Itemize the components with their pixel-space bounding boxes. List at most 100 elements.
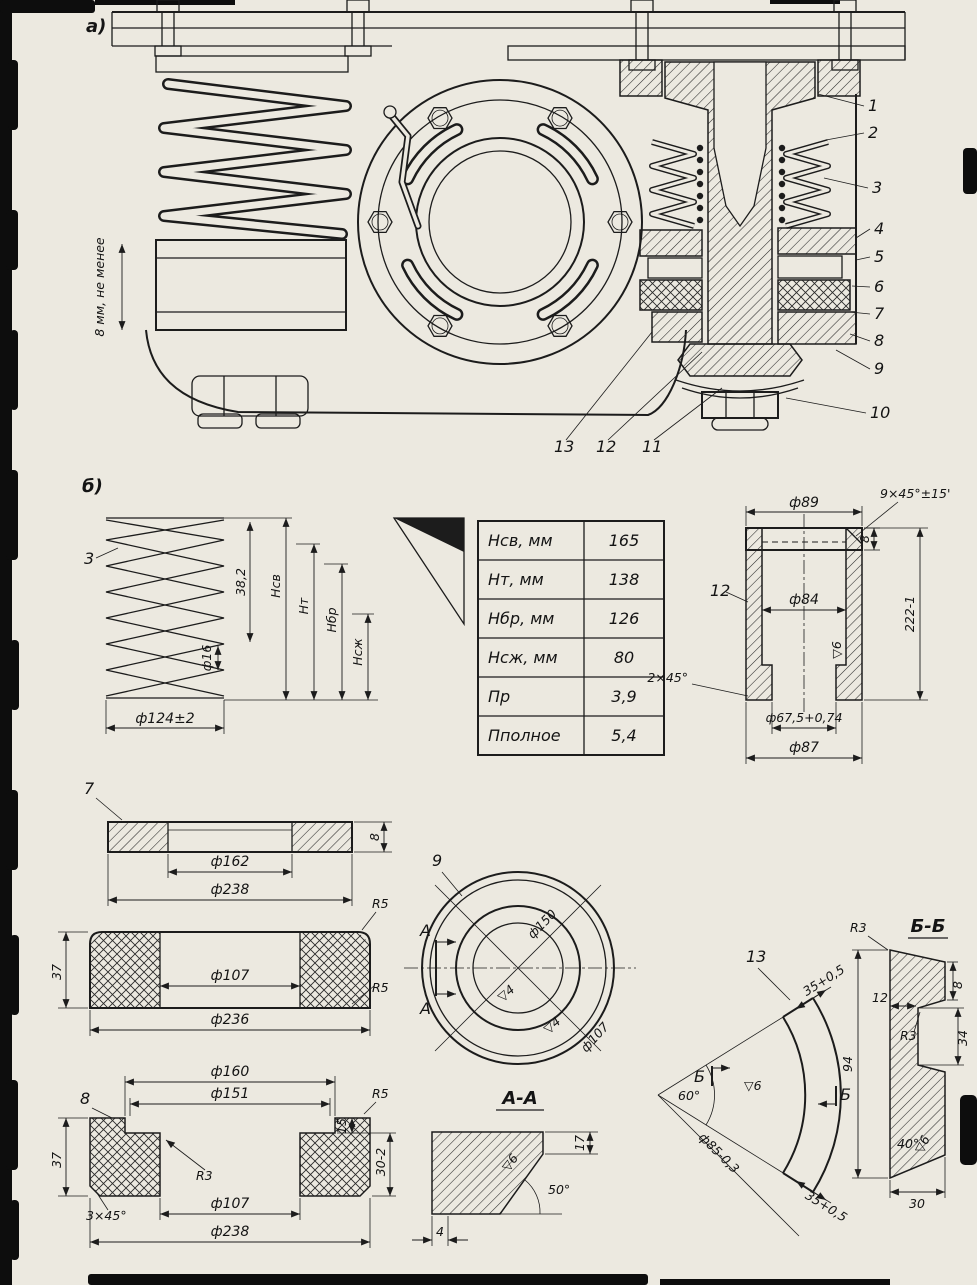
part13-roughness: ▽6 (744, 1078, 762, 1093)
spring-pitch: 38,2 (233, 568, 248, 596)
section-right (619, 59, 861, 431)
part13-w35-top: 35+0,5 (800, 962, 847, 999)
part13-section-mark: Б (840, 1085, 851, 1104)
base-housing (145, 329, 687, 429)
part13-callout: 13 (746, 947, 766, 966)
part12-sleeve: ф89 9×45°±15' 8 222-1 12 ф84 ▽6 2×45° ф6… (647, 486, 950, 764)
assembly-callouts: 1 2 3 4 5 6 7 8 9 10 13 12 11 (554, 93, 890, 456)
part12-d84: ф84 (789, 592, 819, 608)
part8-h15: 15 (334, 1118, 349, 1134)
table-param: Пполное (488, 726, 561, 745)
section-bb-w30: 30 (909, 1196, 925, 1211)
table-param: Нсв, мм (488, 531, 553, 550)
part8-r3: R3 (196, 1168, 213, 1183)
part9-section-mark: А (419, 921, 431, 940)
part7-r5-top: R5 (372, 896, 389, 911)
part8-h37: 37 (49, 1152, 64, 1168)
spring-wire-dia: ф16 (199, 645, 214, 672)
table-value: 3,9 (611, 687, 636, 706)
main-spring (155, 55, 352, 331)
callout-11: 11 (642, 437, 662, 456)
part7-h37: 37 (49, 964, 64, 980)
part7-washer: 7 ф162 ф238 8 37 ф107 ф236 R5 R5 (49, 779, 392, 1036)
callout-4: 4 (874, 219, 884, 238)
section-aa: А-А 50° 17 ▽6 4 (412, 1088, 598, 1246)
table-param: Нт, мм (488, 570, 544, 589)
part7-d236: ф236 (211, 1012, 250, 1028)
part13-section-mark: Б (694, 1067, 705, 1086)
assembly-view: а) 8 мм, не менее (86, 0, 906, 456)
table-param: Нсж, мм (488, 648, 558, 667)
part8-r5: R5 (372, 1086, 389, 1101)
part9-ring: 9 ф150 ф107 А А ▽4 ▽4 (404, 851, 636, 1065)
part8-chamfer: 3×45° (86, 1208, 127, 1223)
top-beam (111, 11, 906, 61)
release-lever (383, 105, 422, 230)
callout-6: 6 (874, 277, 884, 296)
callout-10: 10 (870, 403, 890, 422)
section-bb-title: Б-Б (911, 916, 946, 937)
spring-h-szh: Нсж (350, 638, 365, 666)
table-param: Пр (488, 687, 510, 706)
clearance-note: 8 мм, не менее (92, 237, 126, 337)
table-value: 5,4 (611, 726, 636, 745)
ball-column (696, 144, 786, 224)
flange (357, 79, 643, 365)
part8-h30: 30-2 (373, 1148, 388, 1176)
table-param: Нбр, мм (488, 609, 554, 628)
callout-13: 13 (554, 437, 574, 456)
callout-9: 9 (874, 359, 884, 378)
part13-angle: 60° (678, 1088, 700, 1103)
part8-ring: ф160 ф151 15 R5 8 37 R3 30-2 3×45° ф107 … (49, 1064, 396, 1248)
part7-callout: 7 (84, 779, 95, 798)
part12-h222: 222-1 (902, 596, 917, 632)
spring-h-free: Нсв (268, 574, 283, 598)
section-bb: R3 Б-Б 12 8 R3 34 94 40° ▽6 30 (840, 916, 970, 1211)
part7-r5-bottom: R5 (372, 980, 389, 995)
callout-3: 3 (872, 178, 882, 197)
part12-callout: 12 (710, 581, 730, 600)
callout-8: 8 (874, 331, 884, 350)
section-b-label: б) (82, 476, 103, 497)
part12-d89: ф89 (789, 495, 819, 511)
spring-detail: б) 3 ф124±2 38,2 ф16 Нсв Нт Нбр Нсж (82, 476, 465, 734)
part12-t8: 8 (857, 535, 872, 543)
section-bb-angle: 40° (897, 1136, 919, 1151)
callout-7: 7 (874, 304, 885, 323)
part8-d107: ф107 (211, 1196, 250, 1212)
part8-d238: ф238 (211, 1224, 250, 1240)
part9-roughness: ▽4 (494, 981, 517, 1004)
part7-d162: ф162 (211, 854, 250, 870)
spring-load-diagram (392, 517, 465, 627)
part8-d160: ф160 (211, 1064, 250, 1080)
section-aa-h17: 17 (572, 1135, 587, 1151)
section-bb-h94: 94 (840, 1056, 855, 1072)
part12-roughness: ▽6 (829, 641, 844, 659)
part7-d238: ф238 (211, 882, 250, 898)
section-a-label: а) (86, 16, 106, 37)
callout-2: 2 (868, 123, 878, 142)
callout-5: 5 (874, 247, 884, 266)
section-bb-r3-mid: R3 (900, 1028, 917, 1043)
spring-outer-dia: ф124±2 (135, 711, 194, 727)
table-value: 165 (609, 531, 640, 550)
part12-chamfer-bottom: 2×45° (647, 670, 688, 685)
part13-sector: 13 60° 35+0,5 35+0,5 ф85-0,3 Б Б ▽6 (657, 947, 851, 1237)
callout-12: 12 (596, 437, 616, 456)
part9-callout: 9 (432, 851, 442, 870)
part8-callout: 8 (80, 1089, 90, 1108)
part13-d85: ф85-0,3 (696, 1129, 743, 1176)
table-value: 138 (609, 570, 640, 589)
spring-h-t: Нт (296, 597, 311, 614)
spring-h-br: Нбр (324, 607, 339, 632)
section-bb-roughness: ▽6 (911, 1133, 933, 1156)
flange-bolt (367, 107, 633, 337)
section-bb-t8: 8 (950, 981, 965, 989)
part9-section-mark: А (419, 999, 431, 1018)
part8-d151: ф151 (211, 1086, 250, 1102)
section-aa-title: А-А (500, 1088, 537, 1109)
part7-d107: ф107 (211, 968, 250, 984)
callout-1: 1 (868, 96, 878, 115)
table-value: 80 (614, 648, 634, 667)
